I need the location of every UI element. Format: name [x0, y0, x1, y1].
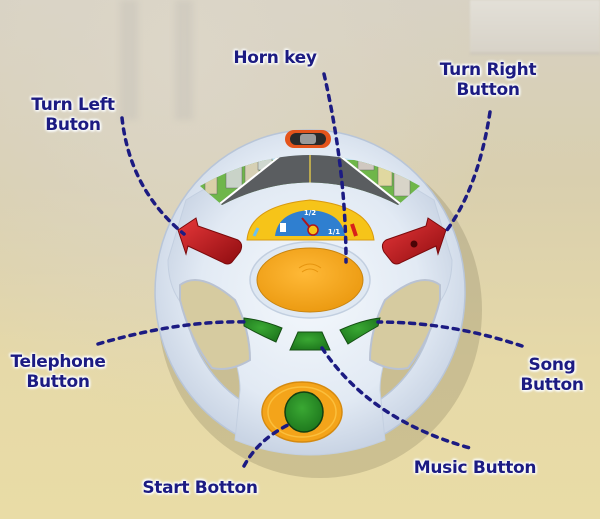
label-song: Song Button — [512, 355, 592, 395]
label-line: Button — [520, 375, 584, 395]
label-start: Start Botton — [136, 478, 264, 498]
label-line: Button — [456, 80, 520, 100]
label-line: Turn Right — [439, 60, 537, 80]
leader-song — [376, 320, 524, 348]
label-line: Song — [528, 355, 576, 375]
fuel-gauge: 1/2 1/1 — [246, 199, 375, 241]
turn-left-button[interactable] — [177, 217, 243, 265]
telephone-button[interactable] — [243, 317, 283, 343]
label-turn-right: Turn Right Button — [428, 60, 548, 100]
song-button[interactable] — [339, 317, 381, 345]
leader-horn — [322, 72, 348, 264]
music-button[interactable] — [289, 331, 331, 351]
label-line: Horn key — [233, 48, 317, 68]
label-line: Telephone — [10, 352, 106, 372]
leader-turn-left — [120, 116, 186, 236]
label-line: Buton — [45, 115, 101, 135]
label-line: Turn Left — [31, 95, 115, 115]
label-horn-key: Horn key — [220, 48, 330, 68]
turn-right-button[interactable] — [381, 217, 447, 265]
horn-key[interactable] — [249, 241, 371, 319]
label-line: Button — [26, 372, 90, 392]
leader-lines — [96, 72, 524, 468]
label-telephone: Telephone Button — [0, 352, 116, 392]
leader-start — [242, 423, 290, 468]
leader-turn-right — [442, 110, 492, 236]
rear-view-mirror — [285, 130, 331, 148]
background-window — [470, 0, 600, 55]
label-line: Start Botton — [142, 478, 258, 498]
label-line: Music Button — [413, 458, 537, 478]
leader-telephone — [96, 320, 250, 346]
background-stripe — [175, 0, 193, 120]
label-turn-left: Turn Left Buton — [18, 95, 128, 135]
svg-text:1/2: 1/2 — [304, 209, 316, 217]
label-music: Music Button — [400, 458, 550, 478]
svg-text:1/1: 1/1 — [328, 228, 340, 236]
leader-music — [320, 346, 472, 450]
background-stripe — [120, 0, 138, 120]
